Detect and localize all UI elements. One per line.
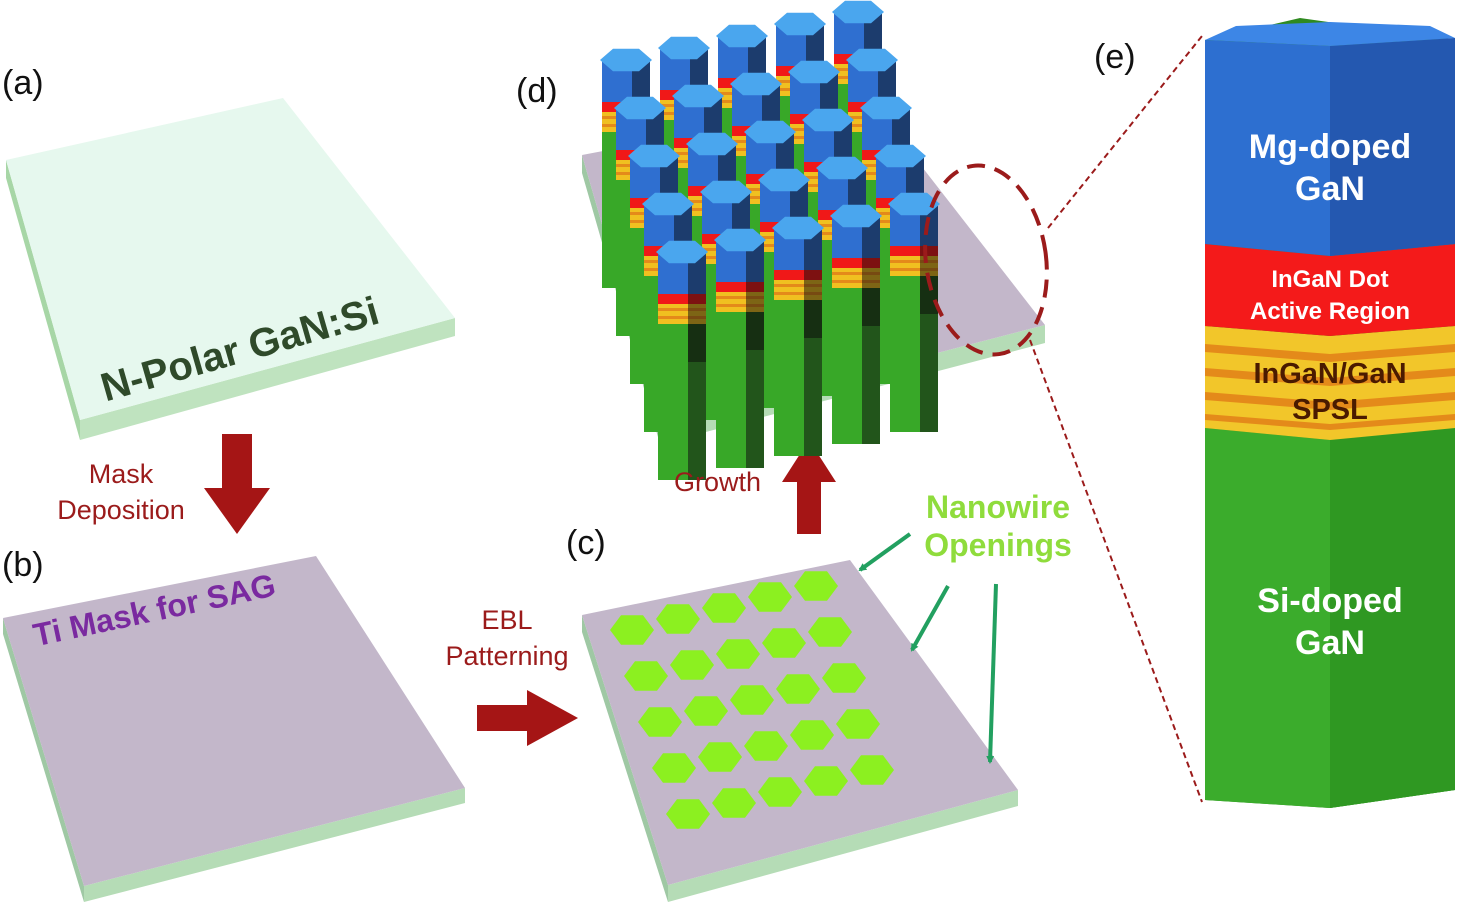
panel-label-a: (a) [2, 64, 44, 102]
nanowire [888, 192, 940, 432]
opening-hexagon [730, 685, 774, 715]
opening-hexagon [716, 639, 760, 669]
opening-hexagon [638, 707, 682, 737]
opening-hexagon [822, 663, 866, 693]
mask-deposition-line-1: Mask [88, 459, 154, 489]
active-region-label: InGaN Dot Active Region [1215, 264, 1445, 328]
zoom-guide-line-top [1047, 35, 1203, 229]
opening-hexagon [652, 753, 696, 783]
nanowire-layer-stack [1205, 18, 1455, 808]
nanowire-openings-line-1: Nanowire [925, 489, 1071, 525]
opening-hexagon [702, 593, 746, 623]
opening-hexagon [836, 709, 880, 739]
panel-label-b: (b) [2, 546, 44, 584]
spsl-line-1: InGaN/GaN [1253, 358, 1407, 390]
zoom-highlight-circle [923, 163, 1049, 357]
nanowire [656, 240, 708, 480]
opening-hexagon [624, 661, 668, 691]
nanowire [714, 228, 766, 468]
opening-hexagon [698, 742, 742, 772]
panel-label-e: (e) [1094, 38, 1136, 76]
spsl-line-2: SPSL [1292, 394, 1368, 426]
ebl-patterning-line-1: EBL [481, 605, 533, 635]
opening-hexagon [712, 788, 756, 818]
mask-deposition-label: Mask Deposition [46, 456, 196, 528]
opening-hexagon [684, 696, 728, 726]
ebl-patterning-arrow [477, 690, 578, 746]
gan-substrate-slab [6, 98, 455, 440]
si-doped-line-1: Si-doped [1257, 582, 1403, 620]
opening-hexagon [748, 582, 792, 612]
si-doped-gan-label: Si-doped GaN [1215, 580, 1445, 664]
mg-doped-line-1: Mg-doped [1248, 128, 1412, 166]
opening-pointer-arrows [858, 532, 998, 764]
opening-hexagon [666, 799, 710, 829]
active-region-line-1: InGaN Dot [1271, 266, 1389, 293]
opening-hexagon [808, 617, 852, 647]
opening-hexagon [794, 571, 838, 601]
active-region-line-2: Active Region [1249, 298, 1411, 325]
spsl-label: InGaN/GaN SPSL [1215, 356, 1445, 428]
growth-label: Growth [674, 467, 762, 497]
opening-hexagon [762, 628, 806, 658]
mg-doped-gan-label: Mg-doped GaN [1215, 126, 1445, 210]
opening-hexagon [850, 755, 894, 785]
opening-hexagon [804, 766, 848, 796]
zoom-guide-line-bottom [1029, 339, 1203, 803]
nanowire-openings-grid [610, 571, 894, 829]
ti-mask-slab [3, 556, 465, 902]
panel-label-d: (d) [516, 72, 558, 110]
mask-deposition-line-2: Deposition [57, 495, 185, 525]
nanowire-array [600, 0, 940, 480]
si-doped-line-2: GaN [1295, 624, 1365, 662]
opening-hexagon [790, 720, 834, 750]
nanowire-openings-label: Nanowire Openings [908, 488, 1088, 564]
opening-hexagon [758, 777, 802, 807]
growth-arrow [782, 440, 836, 534]
ebl-patterning-label: EBL Patterning [432, 602, 582, 674]
opening-hexagon [610, 615, 654, 645]
opening-hexagon [670, 650, 714, 680]
opening-hexagon [744, 731, 788, 761]
nanowire [772, 216, 824, 456]
nanowire [830, 204, 882, 444]
nanowire-openings-line-2: Openings [924, 527, 1072, 563]
opening-hexagon [656, 604, 700, 634]
mask-deposition-arrow [204, 434, 270, 534]
mg-doped-line-2: GaN [1295, 170, 1365, 208]
panel-label-c: (c) [566, 524, 606, 562]
ebl-patterning-line-2: Patterning [445, 641, 569, 671]
opening-hexagon [776, 674, 820, 704]
